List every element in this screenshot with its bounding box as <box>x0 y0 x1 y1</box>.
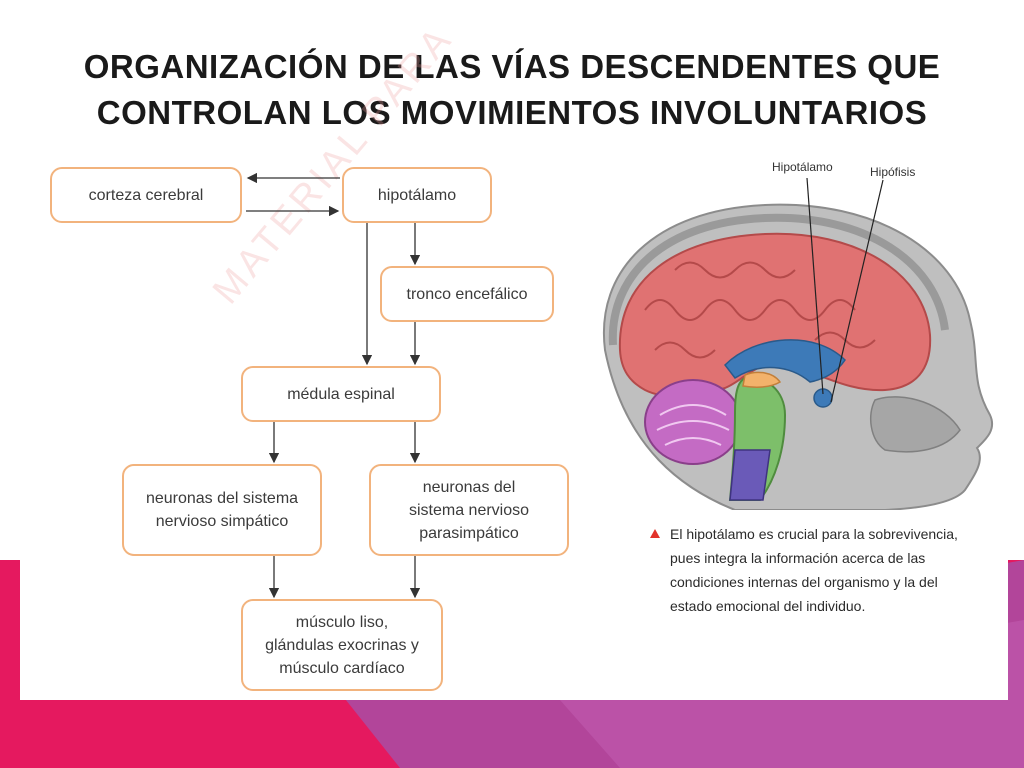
node-hipotalamo: hipotálamo <box>342 167 492 223</box>
corpus-callosum <box>724 339 846 383</box>
nasal-cavity <box>869 396 961 453</box>
label-hipofisis: Hipófisis <box>870 165 916 179</box>
cerebellum-folds <box>656 404 730 446</box>
node-corteza-cerebral: corteza cerebral <box>50 167 242 223</box>
node-medula-espinal: médula espinal <box>241 366 441 422</box>
slide-title: ORGANIZACIÓN DE LAS VÍAS DESCENDENTES QU… <box>40 44 984 136</box>
caption-text: El hipotálamo es crucial para la sobrevi… <box>670 526 958 614</box>
title-line-1: ORGANIZACIÓN DE LAS VÍAS DESCENDENTES QU… <box>83 48 941 86</box>
pointer-hipotalamo <box>806 177 824 395</box>
node-neuronas-parasimpatico: neuronas del sistema nervioso parasimpát… <box>369 464 569 556</box>
pointer-hipofisis <box>830 179 884 403</box>
medulla <box>729 449 771 501</box>
brain-illustration <box>602 177 994 510</box>
skull <box>608 213 949 346</box>
title-line-2: CONTROLAN LOS MOVIMIENTOS INVOLUNTARIOS <box>96 94 928 132</box>
midbrain <box>742 371 782 388</box>
node-musculo-glandulas: músculo liso, glándulas exocrinas y músc… <box>241 599 443 691</box>
figure-caption: El hipotálamo es crucial para la sobrevi… <box>650 522 980 618</box>
node-tronco-encefalico: tronco encefálico <box>380 266 554 322</box>
caption-marker-icon <box>650 529 660 538</box>
node-neuronas-simpatico: neuronas del sistema nervioso simpático <box>122 464 322 556</box>
label-hipotalamo: Hipotálamo <box>772 160 833 174</box>
cerebrum-folds <box>644 261 876 359</box>
